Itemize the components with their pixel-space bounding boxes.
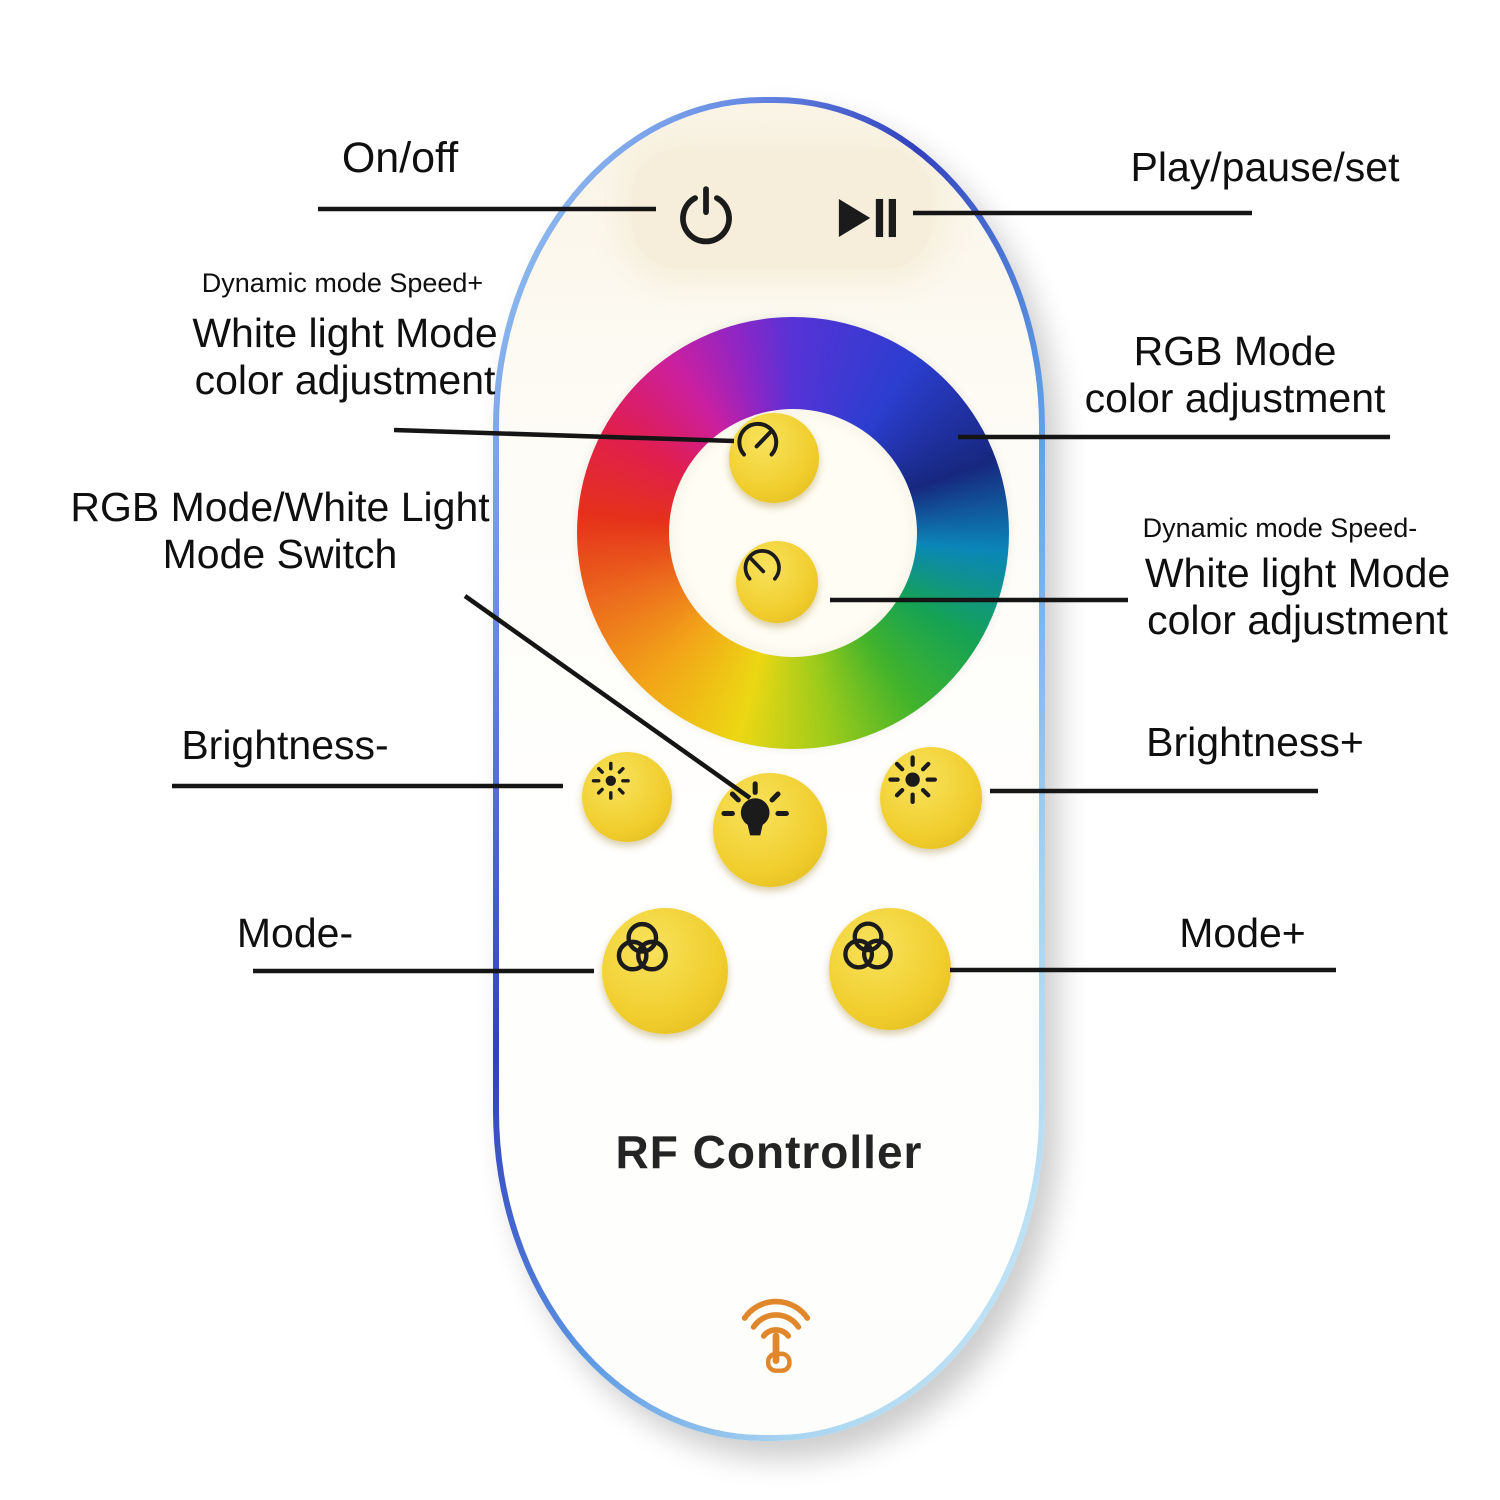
label-mode-switch-line1: RGB Mode/White Light [70, 484, 490, 530]
power-icon [674, 184, 738, 248]
remote-body: RF Controller [493, 97, 1045, 1441]
play-pause-button [833, 190, 903, 246]
label-white-light-mode-minus-line1: White light Mode [1144, 550, 1451, 596]
touch-signal-icon [716, 1271, 836, 1383]
label-rgb-mode-line2: color adjustment [1084, 375, 1386, 421]
mode-minus-tricircle-icon [602, 908, 728, 1034]
label-mode-switch-line2: Mode Switch [162, 531, 398, 577]
speed-plus-button [729, 413, 819, 503]
brightness-minus-sun-icon [582, 752, 672, 842]
mode-minus-button [602, 908, 728, 1034]
brightness-plus-sun-icon [880, 747, 982, 849]
label-white-light-mode-minus: White light Mode color adjustment [1100, 550, 1495, 644]
label-mode-switch: RGB Mode/White Light Mode Switch [55, 484, 505, 578]
label-mode-plus: Mode+ [1179, 910, 1306, 956]
play-pause-icon [833, 190, 903, 246]
label-on-off: On/off [341, 134, 459, 182]
label-white-light-mode-plus-line1: White light Mode [192, 310, 498, 356]
brightness-minus-button [582, 752, 672, 842]
label-white-light-mode-plus: White light Mode color adjustment [150, 310, 540, 404]
remote-face: RF Controller [499, 103, 1039, 1435]
label-brightness-plus: Brightness+ [1146, 719, 1364, 765]
mode-plus-button [829, 908, 951, 1030]
label-white-light-mode-plus-line2: color adjustment [194, 357, 496, 403]
brand-label: RF Controller [615, 1126, 923, 1178]
mode-switch-button [713, 773, 827, 887]
speed-minus-button [736, 541, 818, 623]
label-brightness-minus: Brightness- [181, 722, 389, 768]
label-dynamic-speed-minus: Dynamic mode Speed- [1142, 513, 1418, 543]
brightness-plus-button [880, 747, 982, 849]
speed-gauge-plus-icon [729, 413, 819, 503]
power-button [674, 184, 738, 248]
label-mode-minus: Mode- [236, 910, 354, 956]
mode-plus-tricircle-icon [829, 908, 951, 1030]
label-play-pause-set: Play/pause/set [1130, 144, 1400, 190]
speed-gauge-minus-icon [736, 541, 818, 623]
label-rgb-mode: RGB Mode color adjustment [1040, 328, 1430, 422]
label-rgb-mode-line1: RGB Mode [1133, 328, 1337, 374]
light-bulb-rays-icon [713, 773, 827, 887]
label-white-light-mode-minus-line2: color adjustment [1147, 597, 1448, 643]
label-dynamic-speed-plus: Dynamic mode Speed+ [201, 268, 484, 298]
